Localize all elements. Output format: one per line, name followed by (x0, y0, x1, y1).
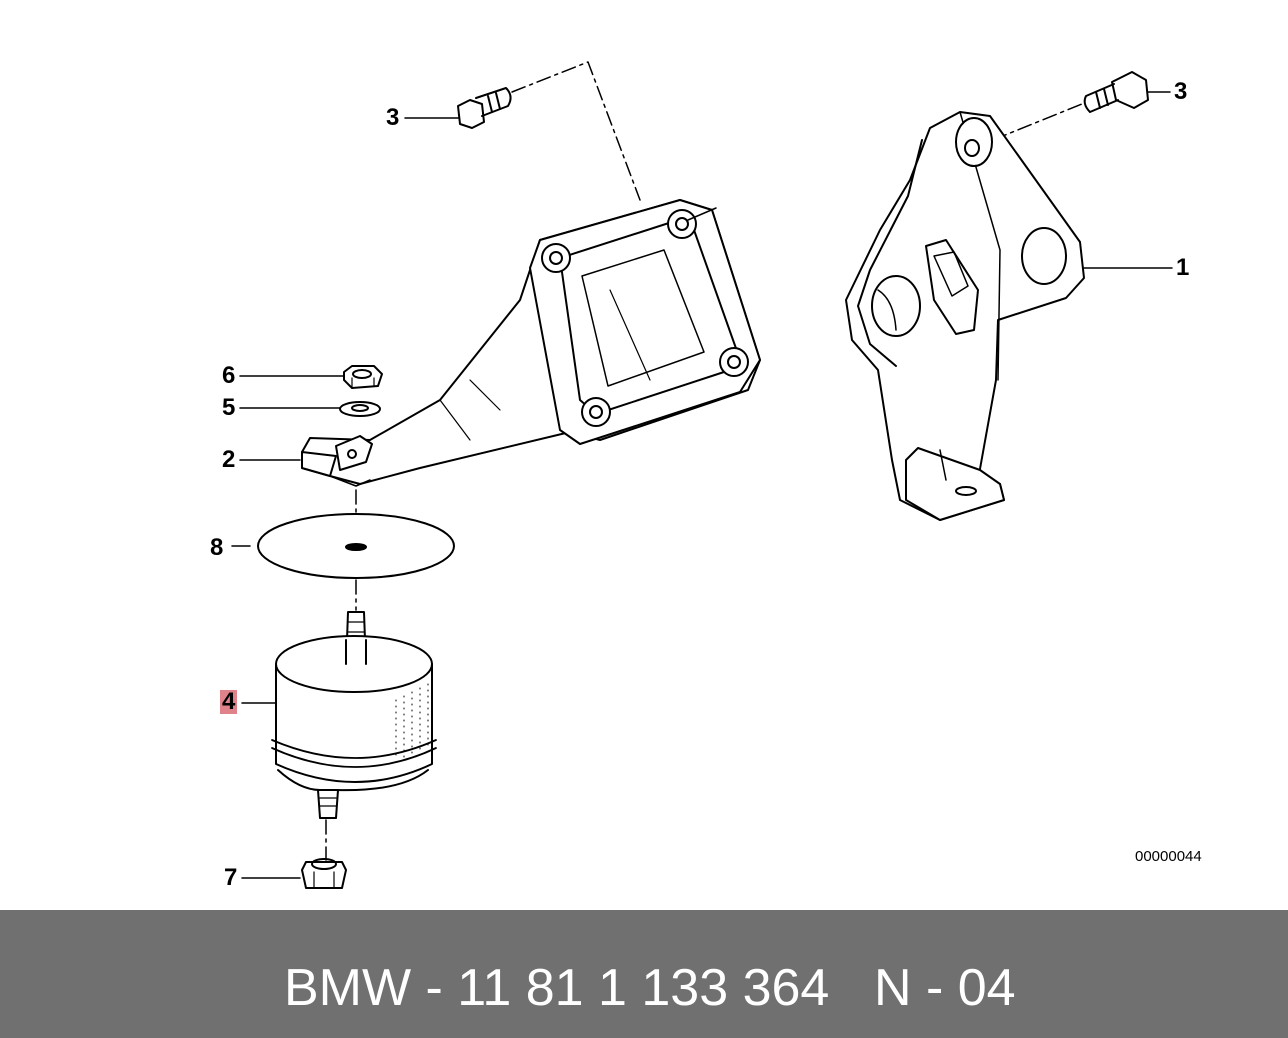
callout-3-left: 3 (386, 104, 400, 131)
callout-2: 2 (222, 446, 236, 473)
diagram-reference-number: 00000044 (1135, 848, 1202, 865)
callout-3-right: 3 (1174, 78, 1188, 105)
parts-diagram: 3 3 1 6 5 2 8 4 7 00000044 (210, 61, 1202, 891)
callout-4-highlighted[interactable]: 4 (220, 688, 238, 715)
nut-6 (343, 365, 383, 389)
plate-8 (257, 513, 455, 579)
nut-7 (301, 858, 347, 889)
callout-7: 7 (224, 864, 238, 891)
callout-6: 6 (222, 362, 236, 389)
callout-8: 8 (210, 534, 224, 561)
callout-5: 5 (222, 394, 236, 421)
callout-1: 1 (1176, 254, 1190, 281)
bolt-3-right (1083, 71, 1149, 113)
engine-mount-4 (271, 611, 437, 819)
part-number-text: BMW - 11 81 1 133 364 (284, 959, 830, 1017)
page-code-text: N - 04 (874, 959, 1016, 1017)
support-bracket-1 (845, 111, 1085, 521)
washer-5 (339, 401, 381, 417)
exploded-view-drawing (231, 61, 1173, 889)
bolt-3-left (457, 87, 512, 129)
part-number-banner: BMW - 11 81 1 133 364 N - 04 (0, 910, 1288, 1038)
leader-lines (231, 91, 1173, 879)
mount-texture (395, 683, 429, 761)
engine-bracket-2 (301, 199, 761, 487)
